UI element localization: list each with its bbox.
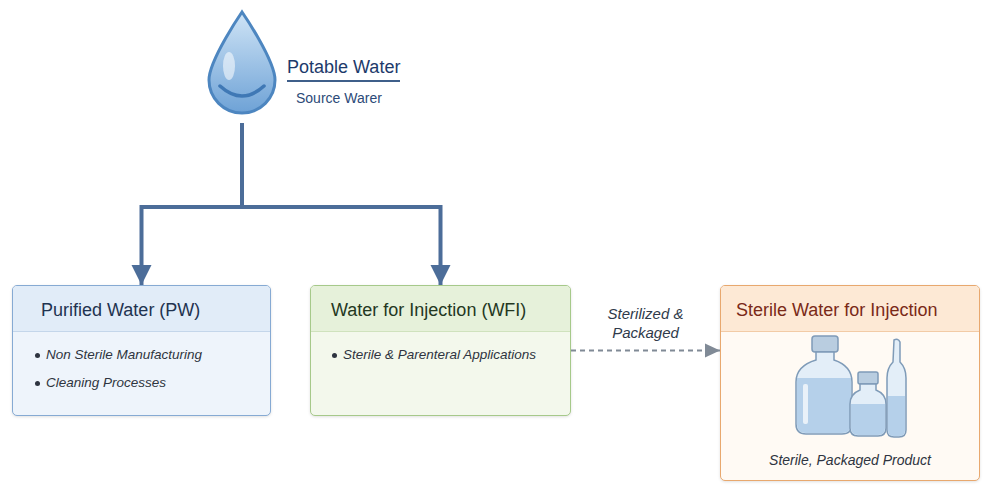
- bullet-dot: [332, 353, 337, 358]
- bullet-text: Non Sterile Manufacturing: [46, 347, 202, 362]
- box-title: Water for Injection (WFI): [331, 300, 570, 321]
- bullet-dot: [35, 353, 40, 358]
- box-caption: Sterile, Packaged Product: [721, 452, 979, 468]
- source-node: Potable WaterSource Warer: [205, 8, 415, 123]
- drop-curve: [220, 86, 264, 96]
- bullet-text: Sterile & Parenteral Applications: [343, 347, 536, 362]
- flow-arrow: [242, 123, 441, 285]
- box-header: Sterile Water for Injection: [721, 286, 979, 332]
- box-title: Purified Water (PW): [41, 300, 270, 321]
- node-title: Potable Water: [287, 57, 400, 78]
- process-box: Purified Water (PW) Non Sterile Manufactu…: [12, 285, 271, 416]
- process-box: Water for Injection (WFI) Sterile & Paren…: [310, 285, 571, 416]
- bullet-item: Cleaning Processes: [46, 375, 270, 390]
- process-box: Sterile Water for InjectionSterile, Pack…: [720, 285, 980, 481]
- bullet-item: Sterile & Parenteral Applications: [343, 347, 570, 362]
- box-header: Purified Water (PW): [13, 286, 270, 332]
- node-subtitle: Source Warer: [296, 90, 382, 106]
- edge-label: Sterilized & Packaged: [591, 304, 701, 342]
- underline: [287, 80, 400, 82]
- dashed-arrow: [571, 350, 720, 352]
- bullet-item: Non Sterile Manufacturing: [46, 347, 270, 362]
- box-body: Sterile & Parenteral Applications: [311, 332, 570, 362]
- bullet-text: Cleaning Processes: [46, 375, 166, 390]
- water-drop: [205, 8, 280, 120]
- box-title: Sterile Water for Injection: [736, 300, 979, 321]
- box-body: Non Sterile ManufacturingCleaning Proces…: [13, 332, 270, 390]
- drop-outline: [209, 12, 275, 113]
- box-header: Water for Injection (WFI): [311, 286, 570, 332]
- bullet-dot: [35, 381, 40, 386]
- flow-arrow: [142, 123, 243, 285]
- drop-highlight: [223, 52, 235, 80]
